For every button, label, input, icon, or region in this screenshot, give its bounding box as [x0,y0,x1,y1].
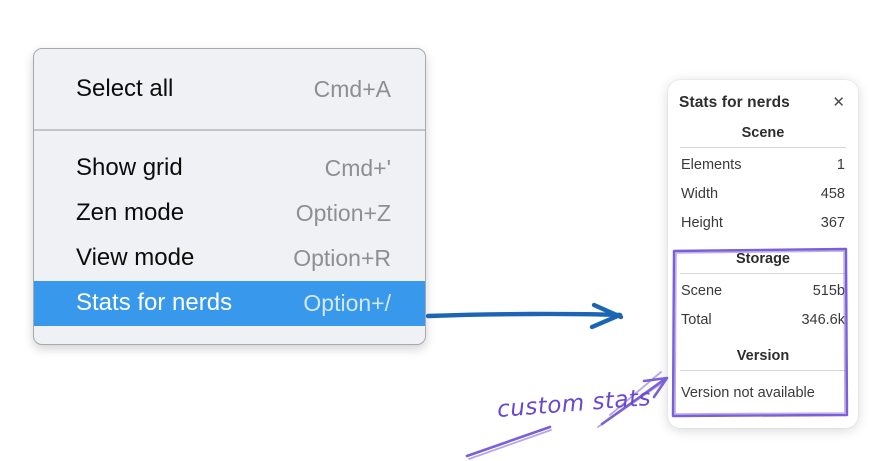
section-divider [680,273,846,274]
menu-item-label: Select all [76,75,174,102]
stat-value: 458 [820,186,845,202]
menu-item-shortcut: Option+R [293,244,391,271]
menu-item-label: Show grid [76,154,183,181]
stat-row-width: Width 458 [679,180,847,209]
section-heading-storage: Storage [736,251,790,267]
menu-item-shortcut: Option+/ [303,289,391,316]
stat-label: Total [681,312,712,328]
stat-label: Height [681,215,723,231]
flow-arrow-icon [425,302,624,330]
stat-label: Scene [681,283,723,299]
menu-item-select-all[interactable]: Select all Cmd+A [34,65,425,113]
stats-panel-title: Stats for nerds [679,93,790,111]
menu-item-label: Stats for nerds [76,289,233,316]
stat-value: 346.6k [801,312,845,328]
stat-label: Width [681,186,719,202]
menu-item-shortcut: Option+Z [295,199,391,226]
menu-item-shortcut: Cmd+A [313,75,391,102]
stat-row-height: Height 367 [679,209,847,238]
stats-panel-header: Stats for nerds ✕ [679,93,847,112]
menu-item-show-grid[interactable]: Show grid Cmd+' [34,146,425,191]
stat-value: 367 [820,215,845,231]
menu-item-view-mode[interactable]: View mode Option+R [34,236,425,281]
menu-item-stats-for-nerds[interactable]: Stats for nerds Option+/ [34,280,425,326]
section-heading-version: Version [736,348,790,364]
stats-panel: Stats for nerds ✕ Scene Elements 1 Width… [668,80,858,428]
stat-row-scene-storage: Scene 515b [679,277,847,306]
stat-value: 1 [836,157,845,173]
section-heading-scene: Scene [741,125,785,141]
stat-value: 515b [812,283,845,299]
close-icon[interactable]: ✕ [832,93,845,111]
version-note: Version not available [681,385,815,401]
section-divider [680,147,846,148]
section-divider [680,370,846,371]
menu-item-label: View mode [76,244,195,271]
menu-group: Select all Cmd+A [34,49,425,129]
menu-group: Show grid Cmd+' Zen mode Option+Z View m… [34,131,425,344]
context-menu: Select all Cmd+A Show grid Cmd+' Zen mod… [33,48,426,345]
menu-item-label: Zen mode [76,199,185,226]
menu-item-zen-mode[interactable]: Zen mode Option+Z [34,191,425,236]
menu-separator [34,129,425,131]
menu-item-shortcut: Cmd+' [324,154,391,181]
stat-row-elements: Elements 1 [679,151,847,180]
stat-row-total-storage: Total 346.6k [679,306,847,335]
annotation-arrow-icon [465,371,669,460]
stat-label: Elements [681,157,742,173]
